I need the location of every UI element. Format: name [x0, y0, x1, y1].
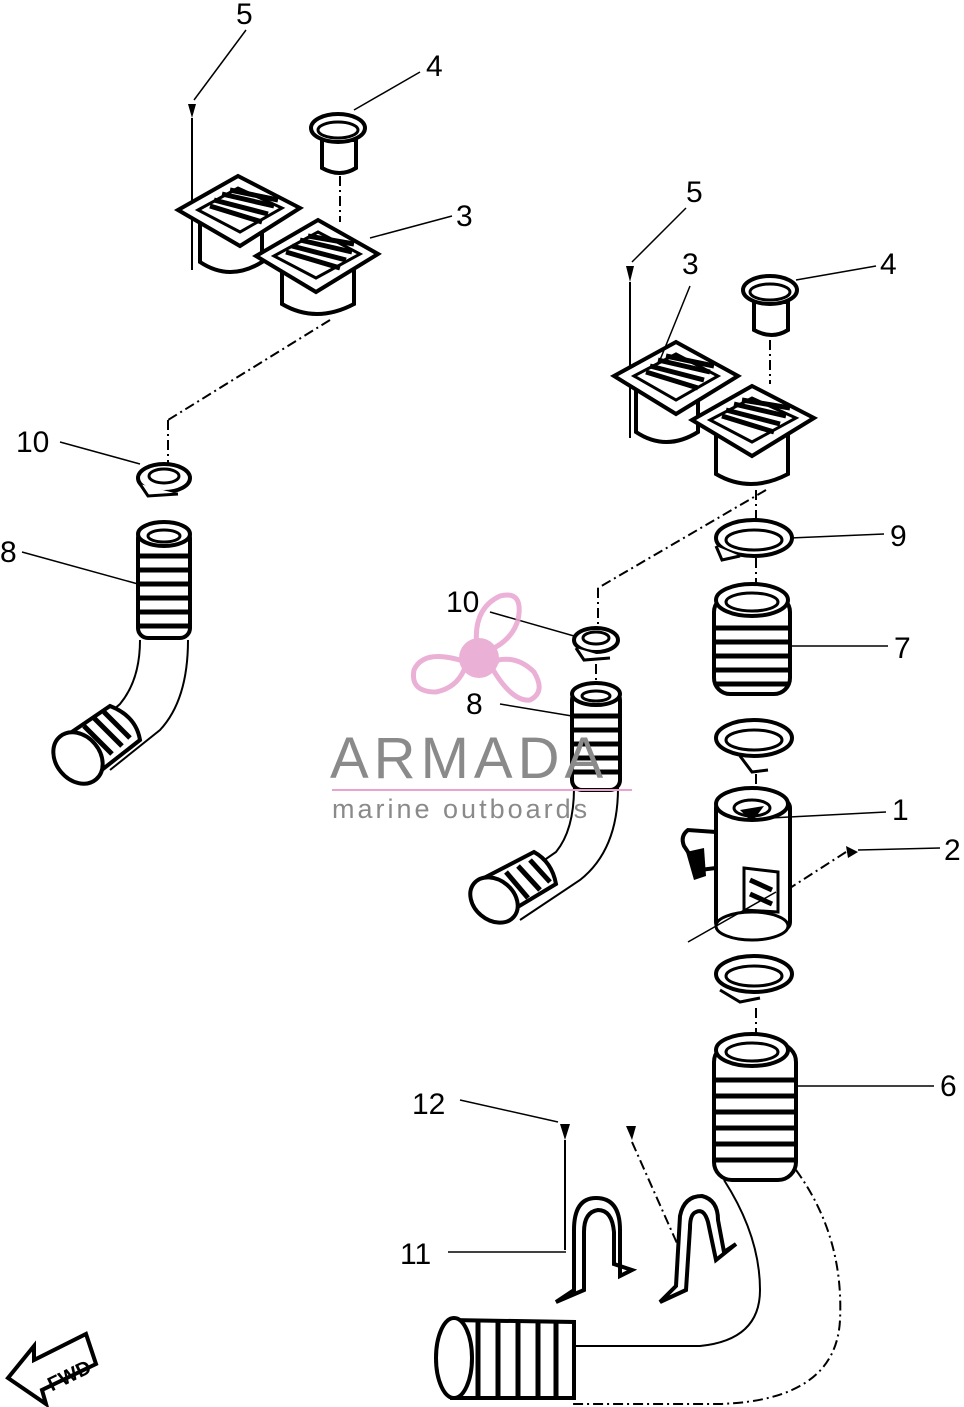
- left-assembly: [21, 29, 453, 786]
- callout-7: 7: [894, 632, 911, 665]
- callout-11: 11: [400, 1238, 431, 1271]
- callout-4-right: 4: [880, 248, 897, 281]
- bellows-7: [712, 582, 888, 696]
- bellows-6-hose: [434, 1032, 934, 1405]
- callout-4-left: 4: [426, 50, 443, 83]
- clamp-7-1: [714, 718, 794, 790]
- callout-8-right: 8: [466, 688, 483, 721]
- callout-3-right: 3: [682, 248, 699, 281]
- watermark-brand: ARMADA: [330, 726, 608, 791]
- watermark-tagline: marine outboards: [332, 794, 590, 824]
- screw-2: [789, 846, 941, 889]
- callout-10-left: 10: [16, 426, 49, 459]
- hose-8-left: [21, 520, 192, 786]
- hose-8-right: [468, 681, 622, 925]
- fwd-arrow: FWD: [5, 1331, 99, 1407]
- plug-4-right: [741, 265, 877, 384]
- clips-11-screws-12: [448, 1099, 738, 1304]
- callout-9: 9: [890, 520, 907, 553]
- callout-5-right: 5: [686, 176, 703, 209]
- callout-1: 1: [892, 794, 909, 827]
- clamp-10-right: [489, 611, 620, 684]
- plug-4-left: [309, 71, 421, 222]
- clamp-9: [714, 518, 885, 590]
- callout-2: 2: [944, 834, 961, 867]
- callout-6: 6: [940, 1070, 957, 1103]
- watermark: ARMADA marine outboards: [330, 592, 632, 824]
- joint-1: [680, 786, 887, 943]
- clamp-1-6: [714, 954, 794, 1038]
- clamp-10-left: [59, 441, 192, 498]
- callout-labels: 5 4 3 10 8 5 3 4 9 10 7 8 1 2 12 6 11: [0, 0, 961, 1271]
- callout-3-left: 3: [456, 200, 473, 233]
- right-assembly: [434, 207, 941, 1405]
- callout-12: 12: [412, 1088, 445, 1121]
- callout-10-right: 10: [446, 586, 479, 619]
- callout-8-left: 8: [0, 536, 17, 569]
- propeller-logo: [410, 592, 542, 703]
- screw-5-right: [626, 207, 687, 438]
- vent-3-left: [167, 173, 453, 470]
- callout-5-left: 5: [236, 0, 253, 31]
- vent-3-right: [597, 285, 819, 630]
- screw-5-left: [188, 29, 247, 270]
